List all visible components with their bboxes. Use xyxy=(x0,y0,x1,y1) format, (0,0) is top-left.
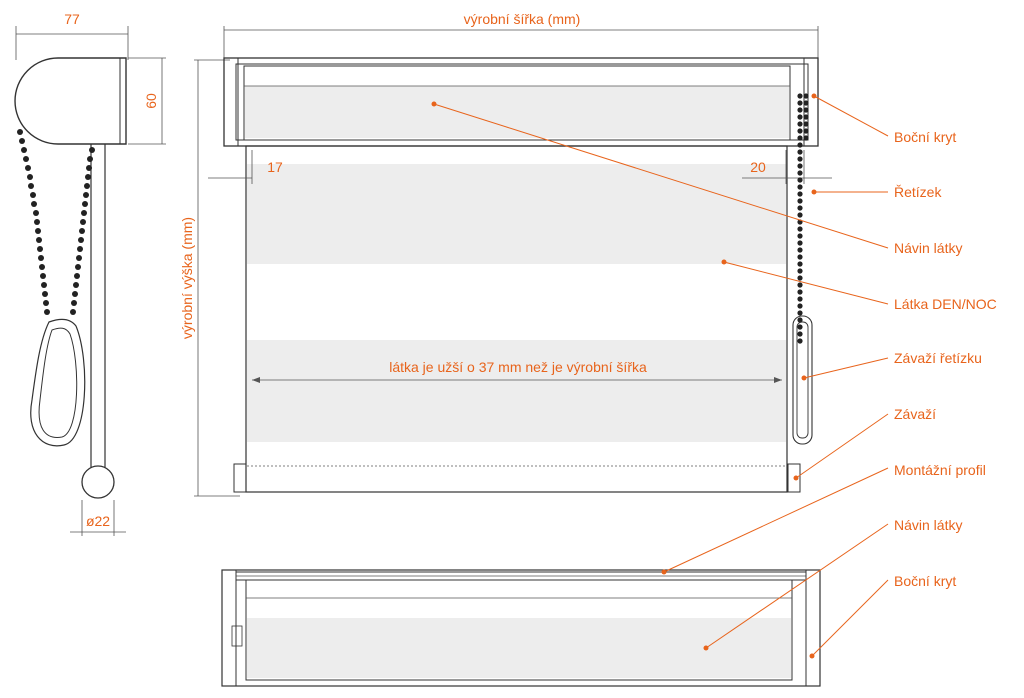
chain-front xyxy=(797,93,809,344)
left-gap-dimension: 17 xyxy=(267,159,283,175)
production-width-label: výrobní šířka (mm) xyxy=(464,11,581,27)
chain-weight-side xyxy=(30,318,86,447)
bottom-view xyxy=(221,569,821,687)
label-mounting-profile: Montážní profil xyxy=(894,462,986,478)
side-view: 77 60 xyxy=(14,11,166,536)
right-gap-dimension: 20 xyxy=(750,159,766,175)
cassette-side-profile xyxy=(14,57,127,145)
ball-end xyxy=(81,465,115,499)
production-height-label: výrobní výška (mm) xyxy=(179,217,195,339)
ball-diameter: ø22 xyxy=(86,513,110,529)
fabric-width-note: látka je užší o 37 mm než je výrobní šíř… xyxy=(389,359,647,375)
depth-dimension: 77 xyxy=(64,11,80,27)
fabric-body xyxy=(245,145,788,493)
label-weight: Závaží xyxy=(894,406,936,422)
height-dimension: 60 xyxy=(143,93,159,109)
label-chain: Řetízek xyxy=(894,184,942,200)
chain-weight-front xyxy=(792,315,813,445)
leader-lines xyxy=(431,93,889,659)
left-side-cover xyxy=(223,57,239,147)
chain-beads-side xyxy=(17,129,95,315)
label-fabric-roll-bottom: Návin látky xyxy=(894,517,962,533)
label-fabric-day-night: Látka DEN/NOC xyxy=(894,296,997,312)
label-chain-weight: Závaží řetízku xyxy=(894,350,982,366)
label-fabric-roll: Návin látky xyxy=(894,240,962,256)
label-side-cover-bottom: Boční kryt xyxy=(894,573,956,589)
label-side-cover: Boční kryt xyxy=(894,129,956,145)
front-view: výrobní šířka (mm) výrobní výška (mm) 17… xyxy=(179,11,832,497)
fabric-roll-front xyxy=(243,65,791,141)
callout-labels: Boční kryt Řetízek Návin látky Látka DEN… xyxy=(894,129,997,589)
